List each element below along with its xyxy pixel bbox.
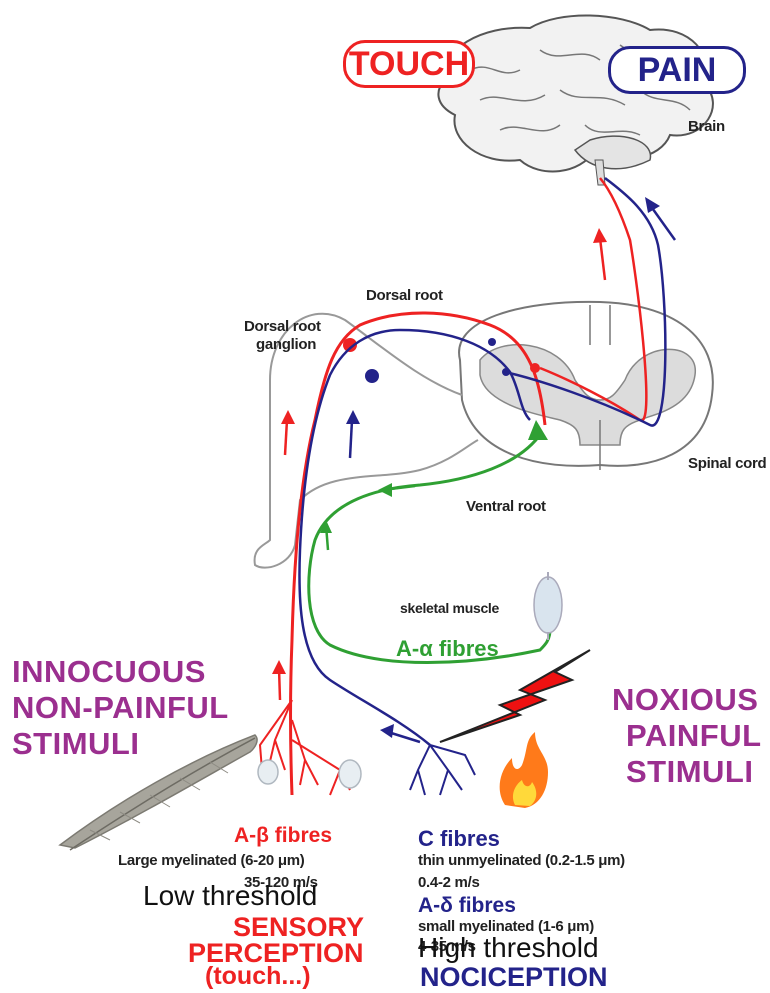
innocuous-stimuli-line-1: INNOCUOUS xyxy=(12,654,206,690)
brain-illustration xyxy=(438,15,713,185)
lightning-bolt-icon xyxy=(440,650,590,742)
spinal-cord-label: Spinal cord xyxy=(688,455,766,472)
high-threshold-label: High threshold xyxy=(418,932,599,964)
touch-paren-label: (touch...) xyxy=(205,962,311,991)
dorsal-root-ganglion-label-2: ganglion xyxy=(256,336,316,353)
c-fibres-speed: 0.4-2 m/s xyxy=(418,874,480,891)
touch-badge: TOUCH xyxy=(343,40,475,88)
skeletal-muscle-label: skeletal muscle xyxy=(400,600,499,616)
dorsal-root-label: Dorsal root xyxy=(366,287,443,304)
flame-icon xyxy=(500,732,548,808)
c-fibres-label: C fibres xyxy=(418,826,500,852)
low-threshold-label: Low threshold xyxy=(143,880,317,912)
a-beta-fibres-label: A-β fibres xyxy=(234,824,332,848)
a-alpha-fibre-path xyxy=(309,420,550,663)
noxious-stimuli-line-2: PAINFUL xyxy=(626,718,762,754)
pain-label: PAIN xyxy=(638,51,717,90)
touch-label: TOUCH xyxy=(349,45,469,84)
a-alpha-fibres-label: A-α fibres xyxy=(396,636,499,662)
ventral-root-label: Ventral root xyxy=(466,498,546,515)
nociception-label: NOCICEPTION xyxy=(420,962,608,993)
touch-receptors xyxy=(258,760,361,788)
skeletal-muscle-illustration xyxy=(534,572,562,640)
innocuous-stimuli-line-2: NON-PAINFUL xyxy=(12,690,229,726)
a-beta-fibres-desc: Large myelinated (6-20 μm) xyxy=(118,852,304,869)
innocuous-stimuli-line-3: STIMULI xyxy=(12,726,140,762)
pain-badge: PAIN xyxy=(608,46,746,94)
noxious-stimuli-line-3: STIMULI xyxy=(626,754,754,790)
noxious-stimuli-line-1: NOXIOUS xyxy=(612,682,758,718)
c-fibres-desc: thin unmyelinated (0.2-1.5 μm) xyxy=(418,852,625,869)
a-delta-fibres-label: A-δ fibres xyxy=(418,894,516,918)
dorsal-root-ganglion-label-1: Dorsal root xyxy=(244,318,321,335)
brain-label: Brain xyxy=(688,118,725,135)
